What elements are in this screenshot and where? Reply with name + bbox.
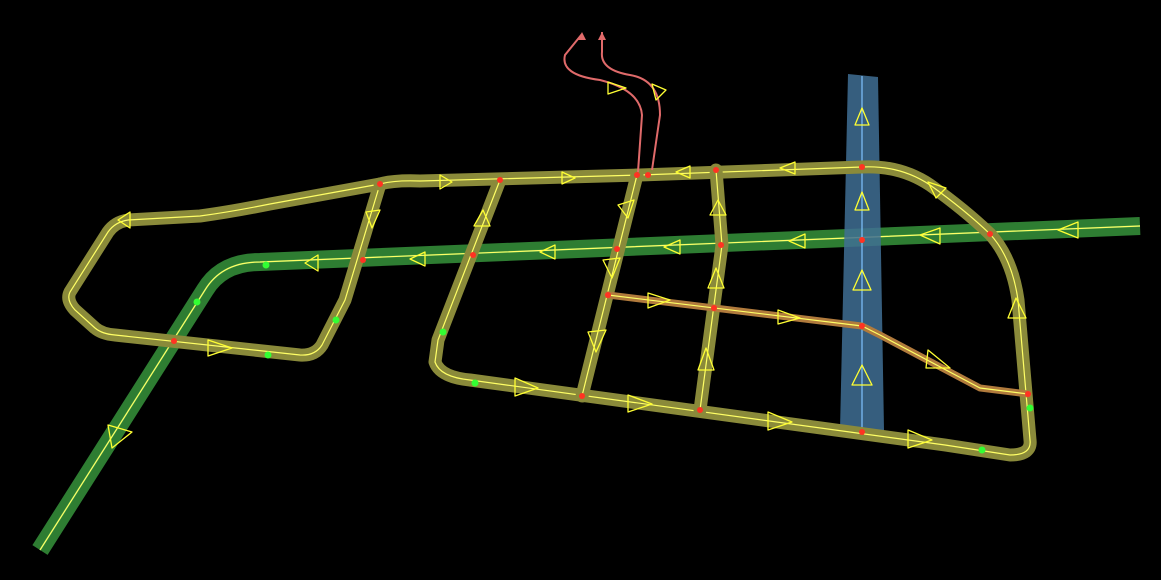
direction-arrow-icon — [854, 191, 870, 211]
spawn-node-icon — [193, 298, 201, 306]
direction-arrow-icon — [617, 199, 635, 219]
direction-arrow-icon — [1007, 297, 1027, 319]
left-loop-road[interactable] — [62, 177, 387, 362]
direction-arrow-icon — [647, 292, 671, 309]
spawn-node-icon — [332, 316, 340, 324]
direction-arrow-icon — [707, 267, 725, 289]
junction-node-icon — [1025, 391, 1031, 397]
spawn-node-icon — [439, 328, 447, 336]
direction-arrows — [107, 81, 1079, 449]
diagonal-road-orange[interactable] — [604, 291, 1032, 398]
direction-arrow-icon — [767, 411, 793, 431]
junction-node-icon — [171, 338, 177, 344]
direction-arrow-icon — [788, 233, 806, 249]
direction-arrow-icon — [927, 181, 947, 199]
direction-arrow-icon — [602, 257, 621, 279]
direction-arrow-icon — [1057, 221, 1079, 239]
direction-arrow-icon — [587, 329, 607, 353]
direction-arrow-icon — [854, 107, 870, 126]
ramp-roads-red[interactable] — [563, 32, 662, 173]
direction-arrow-icon — [709, 199, 727, 216]
direction-arrow-icon — [439, 174, 453, 190]
junction-node-icon — [987, 231, 993, 237]
junction-node-icon — [713, 167, 719, 173]
direction-arrow-icon — [627, 394, 653, 413]
direction-arrow-icon — [473, 209, 491, 227]
junction-node-icon — [470, 252, 476, 258]
junction-node-icon — [859, 429, 865, 435]
direction-arrow-icon — [651, 83, 667, 101]
junction-node-icon — [711, 305, 717, 311]
junction-node-icon — [614, 246, 620, 252]
direction-arrow-icon — [697, 347, 715, 371]
spawn-node-icon — [471, 379, 479, 387]
junction-node-icon — [579, 393, 585, 399]
direction-arrow-icon — [365, 209, 381, 229]
direction-arrow-icon — [561, 171, 576, 185]
junction-node-icon — [859, 164, 865, 170]
junction-node-icon — [605, 292, 611, 298]
junction-nodes — [171, 164, 1031, 435]
junction-node-icon — [645, 172, 651, 178]
arterial-road-green[interactable] — [32, 217, 1141, 555]
direction-arrow-icon — [907, 429, 933, 449]
direction-arrow-icon — [107, 424, 133, 449]
cross-streets[interactable] — [575, 163, 729, 417]
junction-node-icon — [360, 257, 366, 263]
junction-node-icon — [859, 237, 865, 243]
direction-arrow-icon — [919, 227, 941, 245]
direction-arrow-icon — [409, 251, 426, 267]
direction-arrow-icon — [117, 211, 131, 229]
junction-node-icon — [497, 177, 503, 183]
spawn-node-icon — [262, 261, 270, 269]
direction-arrow-icon — [514, 377, 539, 397]
spawn-node-icon — [264, 351, 272, 359]
junction-node-icon — [377, 181, 383, 187]
direction-arrow-icon — [607, 81, 627, 95]
direction-arrow-icon — [779, 161, 796, 175]
vertical-road-blue[interactable] — [840, 74, 884, 430]
direction-arrow-icon — [539, 244, 556, 260]
junction-node-icon — [718, 242, 724, 248]
spawn-nodes — [193, 261, 1034, 454]
spawn-node-icon — [1026, 404, 1034, 412]
direction-arrow-icon — [777, 309, 801, 325]
direction-arrow-icon — [663, 239, 681, 255]
junction-node-icon — [859, 323, 865, 329]
spawn-node-icon — [978, 446, 986, 454]
direction-arrow-icon — [207, 339, 233, 357]
direction-arrow-icon — [304, 254, 319, 272]
direction-arrow-icon — [675, 165, 691, 179]
direction-arrow-icon — [852, 269, 872, 291]
direction-arrow-icon — [925, 349, 951, 369]
junction-node-icon — [697, 407, 703, 413]
junction-node-icon — [634, 172, 640, 178]
direction-arrow-icon — [851, 364, 873, 386]
